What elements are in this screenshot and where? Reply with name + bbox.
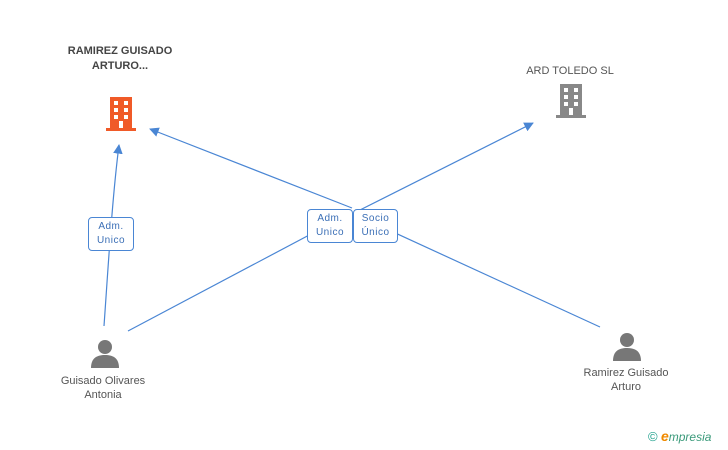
relation-label-line: Adm.	[317, 213, 343, 224]
relation-label-center-b[interactable]: Socio Único	[353, 209, 398, 243]
brand-initial: e	[660, 428, 669, 444]
empresia-watermark: © empresia	[648, 428, 711, 444]
relation-label-line: Unico	[315, 227, 345, 238]
person-icon[interactable]	[612, 331, 642, 361]
building-icon[interactable]	[106, 97, 136, 131]
person-1-name[interactable]: Guisado Olivares Antonia	[60, 375, 146, 401]
relation-label-left[interactable]: Adm. Unico	[88, 217, 134, 251]
relation-label-line: Adm.	[98, 221, 124, 232]
edge-person1-to-center	[127, 223, 331, 332]
relation-label-line: Unico	[96, 235, 126, 246]
company-main-name[interactable]: RAMIREZ GUISADO ARTURO...	[67, 45, 173, 72]
edge-person2-to-center	[379, 225, 601, 328]
building-icon[interactable]	[556, 84, 586, 118]
copyright-symbol: ©	[648, 429, 658, 444]
person-2-name[interactable]: Ramirez Guisado Arturo	[583, 367, 669, 393]
relation-label-line: Único	[361, 227, 390, 238]
relation-label-line: Socio	[361, 213, 390, 224]
company-2-name[interactable]: ARD TOLEDO SL	[526, 65, 614, 77]
brand-name: mpresia	[668, 430, 712, 444]
edge-center-to-company-2	[351, 122, 534, 215]
relation-label-center-a[interactable]: Adm. Unico	[307, 209, 353, 243]
person-icon[interactable]	[90, 338, 120, 368]
edge-center-to-company-main	[149, 127, 353, 209]
